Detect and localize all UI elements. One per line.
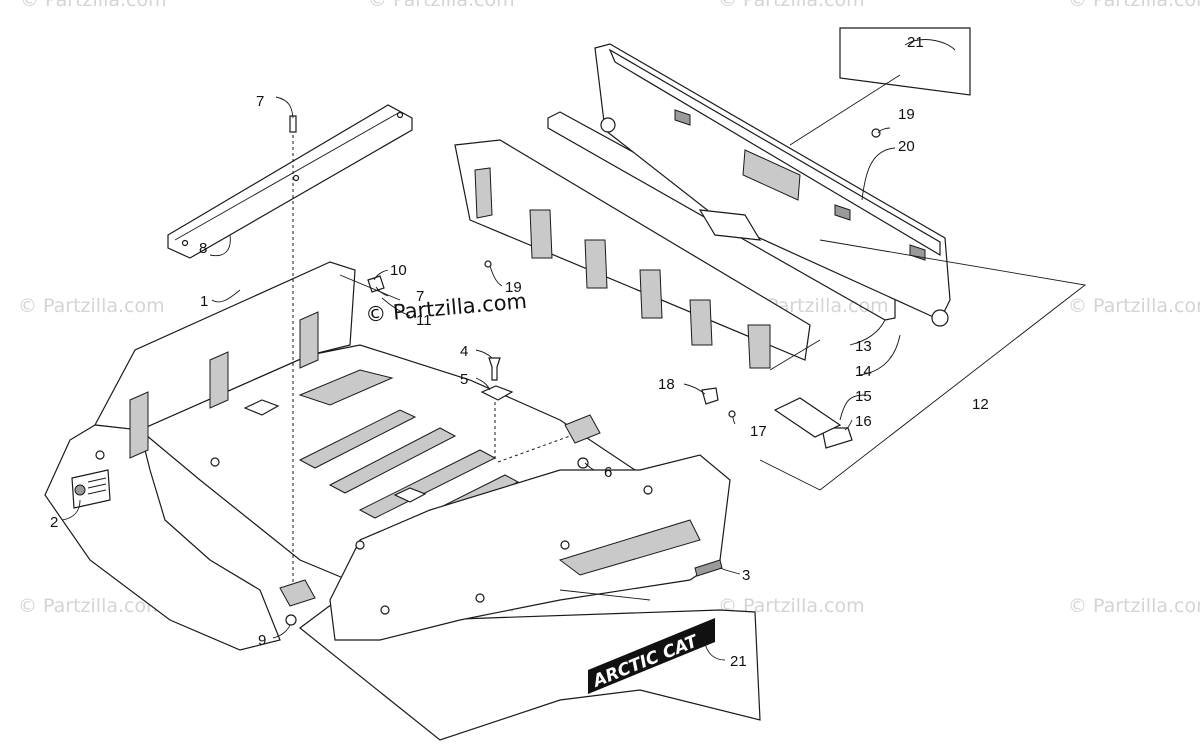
callout-12: 12 bbox=[972, 396, 989, 413]
cargo-box bbox=[44, 261, 731, 651]
callout-7-mid: 7 bbox=[416, 288, 424, 305]
callout-21-top: 21 bbox=[907, 34, 924, 51]
screw-19-right bbox=[871, 128, 881, 138]
callout-2: 2 bbox=[50, 514, 58, 531]
watermark-center: © Partzilla.com bbox=[364, 289, 528, 327]
watermark-top-mid: © Partzilla.com bbox=[368, 0, 515, 11]
callout-7-top: 7 bbox=[256, 93, 264, 110]
callout-13: 13 bbox=[855, 338, 872, 355]
tailgate-outer bbox=[594, 43, 951, 327]
hinge-pin bbox=[821, 427, 853, 449]
callout-numbers: 7 8 1 2 3 4 5 6 9 10 7 11 19 18 17 13 14… bbox=[50, 34, 989, 670]
callout-19-left: 19 bbox=[505, 279, 522, 296]
callout-3: 3 bbox=[742, 567, 750, 584]
callout-15: 15 bbox=[855, 388, 872, 405]
watermark-bottom-far-right: © Partzilla.com bbox=[1068, 595, 1200, 617]
hinge-rod bbox=[773, 397, 842, 438]
screw-17 bbox=[728, 410, 736, 418]
bolt-top bbox=[289, 115, 297, 133]
leader-lines bbox=[61, 39, 1087, 661]
watermark-top-left: © Partzilla.com bbox=[20, 0, 167, 11]
callout-9: 9 bbox=[258, 632, 266, 649]
warning-decal bbox=[71, 469, 111, 509]
watermark-top-far-right: © Partzilla.com bbox=[1068, 0, 1200, 11]
callout-11: 11 bbox=[416, 312, 432, 329]
watermark-right: © Partzilla.com bbox=[1068, 295, 1200, 317]
callout-4: 4 bbox=[460, 343, 468, 360]
callout-19-right: 19 bbox=[898, 106, 915, 123]
callout-16: 16 bbox=[855, 413, 872, 430]
callout-6: 6 bbox=[604, 464, 612, 481]
callout-14: 14 bbox=[855, 363, 872, 380]
watermark-group: © Partzilla.com © Partzilla.com © Partzi… bbox=[18, 0, 1200, 617]
callout-18: 18 bbox=[658, 376, 675, 393]
tailgate-decal bbox=[839, 27, 971, 96]
seal-strip bbox=[547, 111, 896, 321]
bracket-right bbox=[564, 414, 601, 444]
screw-19-left bbox=[484, 260, 492, 268]
watermark-bottom-left: © Partzilla.com bbox=[18, 595, 165, 617]
callout-21-bottom: 21 bbox=[730, 653, 747, 670]
bolt-floor bbox=[488, 357, 501, 381]
watermark-top-right: © Partzilla.com bbox=[718, 0, 865, 11]
callout-5: 5 bbox=[460, 371, 468, 388]
tailgate-inner-panel bbox=[454, 139, 811, 369]
watermark-left: © Partzilla.com bbox=[18, 295, 165, 317]
callout-17: 17 bbox=[750, 423, 767, 440]
callout-20: 20 bbox=[898, 138, 915, 155]
rivet-18 bbox=[701, 387, 719, 405]
callout-10: 10 bbox=[390, 262, 407, 279]
bracket-lower bbox=[279, 579, 316, 607]
callout-1: 1 bbox=[200, 293, 208, 310]
cross-rail bbox=[167, 104, 413, 259]
callout-8: 8 bbox=[199, 240, 207, 257]
badge-emblem bbox=[694, 559, 723, 577]
